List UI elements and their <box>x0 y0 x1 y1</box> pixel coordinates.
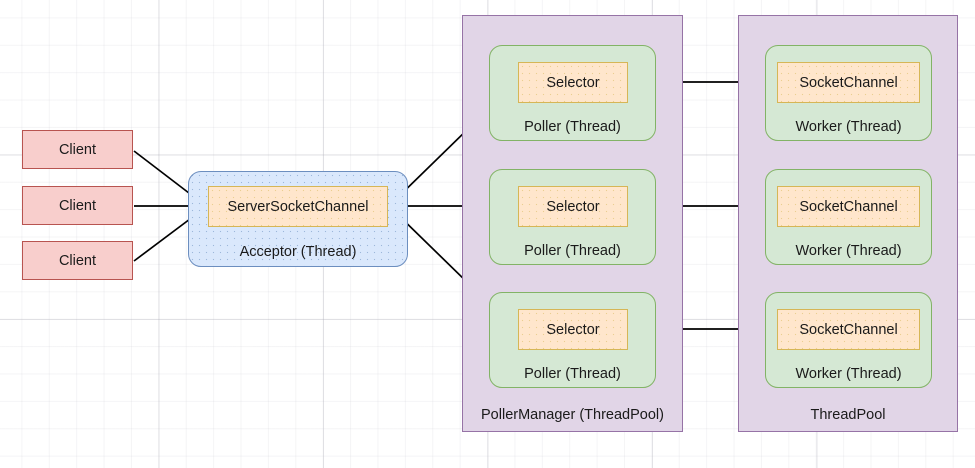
selector-label: Selector <box>546 198 600 215</box>
worker-group-label-3: Worker (Thread) <box>795 366 902 382</box>
serversocketchannel-label: ServerSocketChannel <box>227 198 369 215</box>
selector-node-2[interactable]: Selector <box>518 186 628 227</box>
worker-group-label-2: Worker (Thread) <box>795 243 902 259</box>
client-node-1[interactable]: Client <box>22 130 133 169</box>
acceptor-group-label: Acceptor (Thread) <box>239 244 357 260</box>
client-label: Client <box>58 197 97 214</box>
poller-group-label-2: Poller (Thread) <box>524 243 621 259</box>
pollermanager-pool-label: PollerManager (ThreadPool) <box>481 407 664 423</box>
socketchannel-node-2[interactable]: SocketChannel <box>777 186 920 227</box>
selector-node-3[interactable]: Selector <box>518 309 628 350</box>
selector-label: Selector <box>546 74 600 91</box>
serversocketchannel-node[interactable]: ServerSocketChannel <box>208 186 388 227</box>
socketchannel-node-1[interactable]: SocketChannel <box>777 62 920 103</box>
socketchannel-label: SocketChannel <box>799 74 898 91</box>
socketchannel-label: SocketChannel <box>799 321 898 338</box>
client-label: Client <box>58 141 97 158</box>
client-node-3[interactable]: Client <box>22 241 133 280</box>
client-label: Client <box>58 252 97 269</box>
socketchannel-node-3[interactable]: SocketChannel <box>777 309 920 350</box>
worker-group-label-1: Worker (Thread) <box>795 119 902 135</box>
selector-node-1[interactable]: Selector <box>518 62 628 103</box>
poller-group-label-1: Poller (Thread) <box>524 119 621 135</box>
poller-thread-group-1[interactable] <box>489 45 656 141</box>
poller-group-label-3: Poller (Thread) <box>524 366 621 382</box>
selector-label: Selector <box>546 321 600 338</box>
threadpool-pool-label: ThreadPool <box>810 407 886 423</box>
client-node-2[interactable]: Client <box>22 186 133 225</box>
socketchannel-label: SocketChannel <box>799 198 898 215</box>
